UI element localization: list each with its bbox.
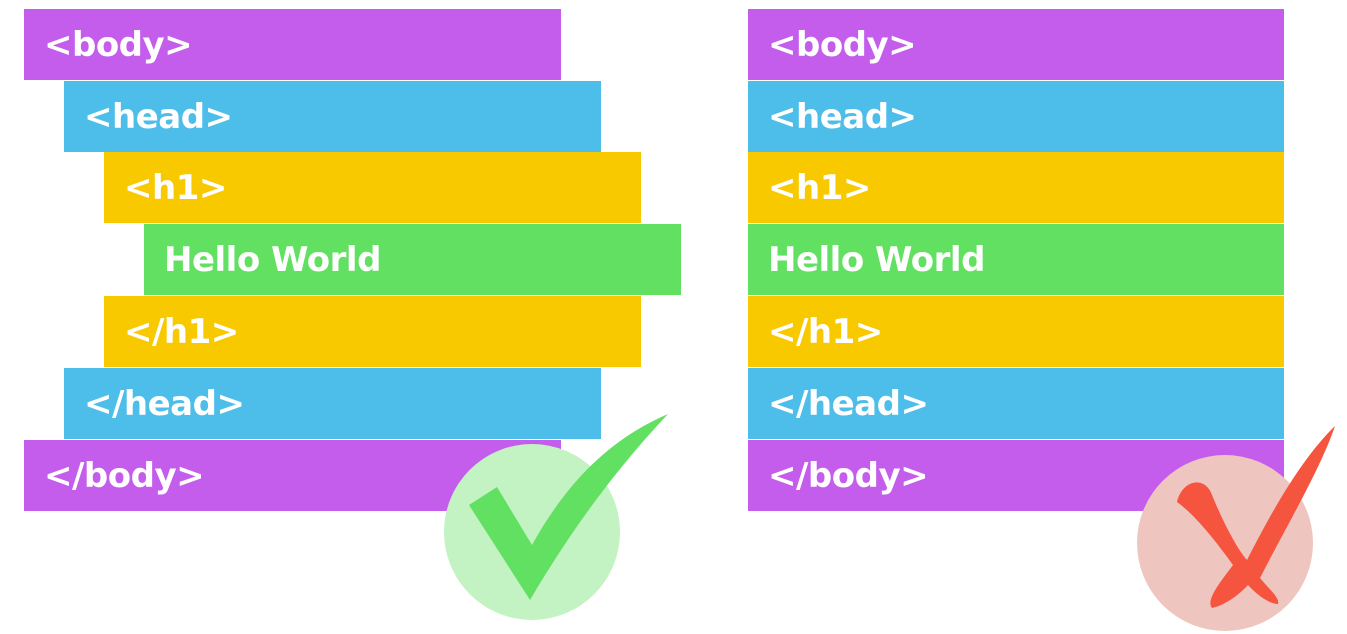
code-line-content: Hello World xyxy=(144,224,681,295)
code-line-h1-close: </h1> xyxy=(104,296,641,367)
code-line-head-close: </head> xyxy=(64,368,601,439)
code-line-h1-close: </h1> xyxy=(748,296,1284,367)
code-line-content: Hello World xyxy=(748,224,1284,295)
checkmark-icon xyxy=(469,414,668,600)
code-line-body-open: <body> xyxy=(748,9,1284,80)
code-line-head-open: <head> xyxy=(748,81,1284,152)
code-line-h1-open: <h1> xyxy=(104,152,641,223)
code-line-body-open: <body> xyxy=(24,9,561,80)
code-line-head-open: <head> xyxy=(64,81,601,152)
code-line-h1-open: <h1> xyxy=(748,152,1284,223)
cross-icon xyxy=(1177,426,1335,608)
code-line-head-close: </head> xyxy=(748,368,1284,439)
